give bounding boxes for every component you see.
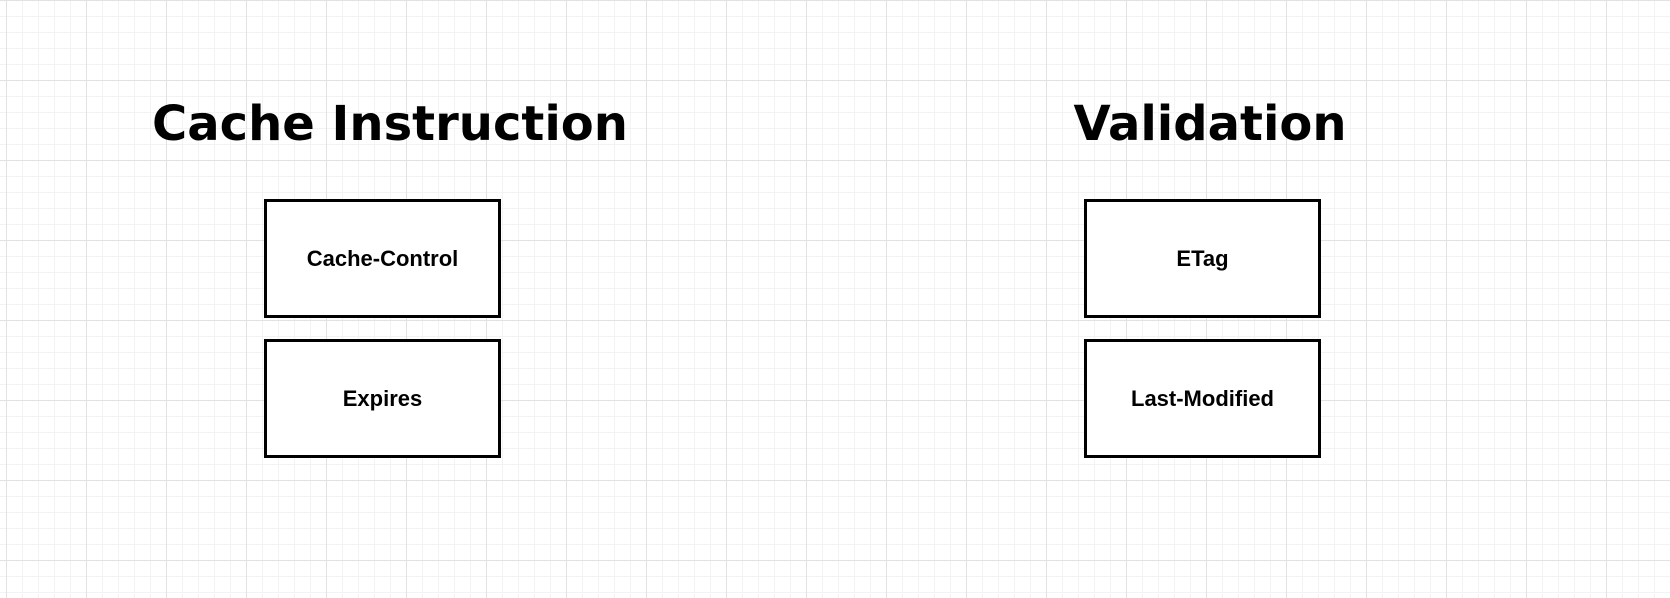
box-last-modified: Last-Modified <box>1084 339 1321 458</box>
box-cache-control: Cache-Control <box>264 199 501 318</box>
group-title-cache-instruction: Cache Instruction <box>152 96 628 152</box>
box-label: Expires <box>342 385 423 411</box>
box-label: Last-Modified <box>1131 385 1274 411</box>
group-title-validation: Validation <box>1073 96 1347 152</box>
box-expires: Expires <box>264 339 501 458</box>
box-label: ETag <box>1176 245 1229 271</box>
box-etag: ETag <box>1084 199 1321 318</box>
box-label: Cache-Control <box>306 245 459 271</box>
